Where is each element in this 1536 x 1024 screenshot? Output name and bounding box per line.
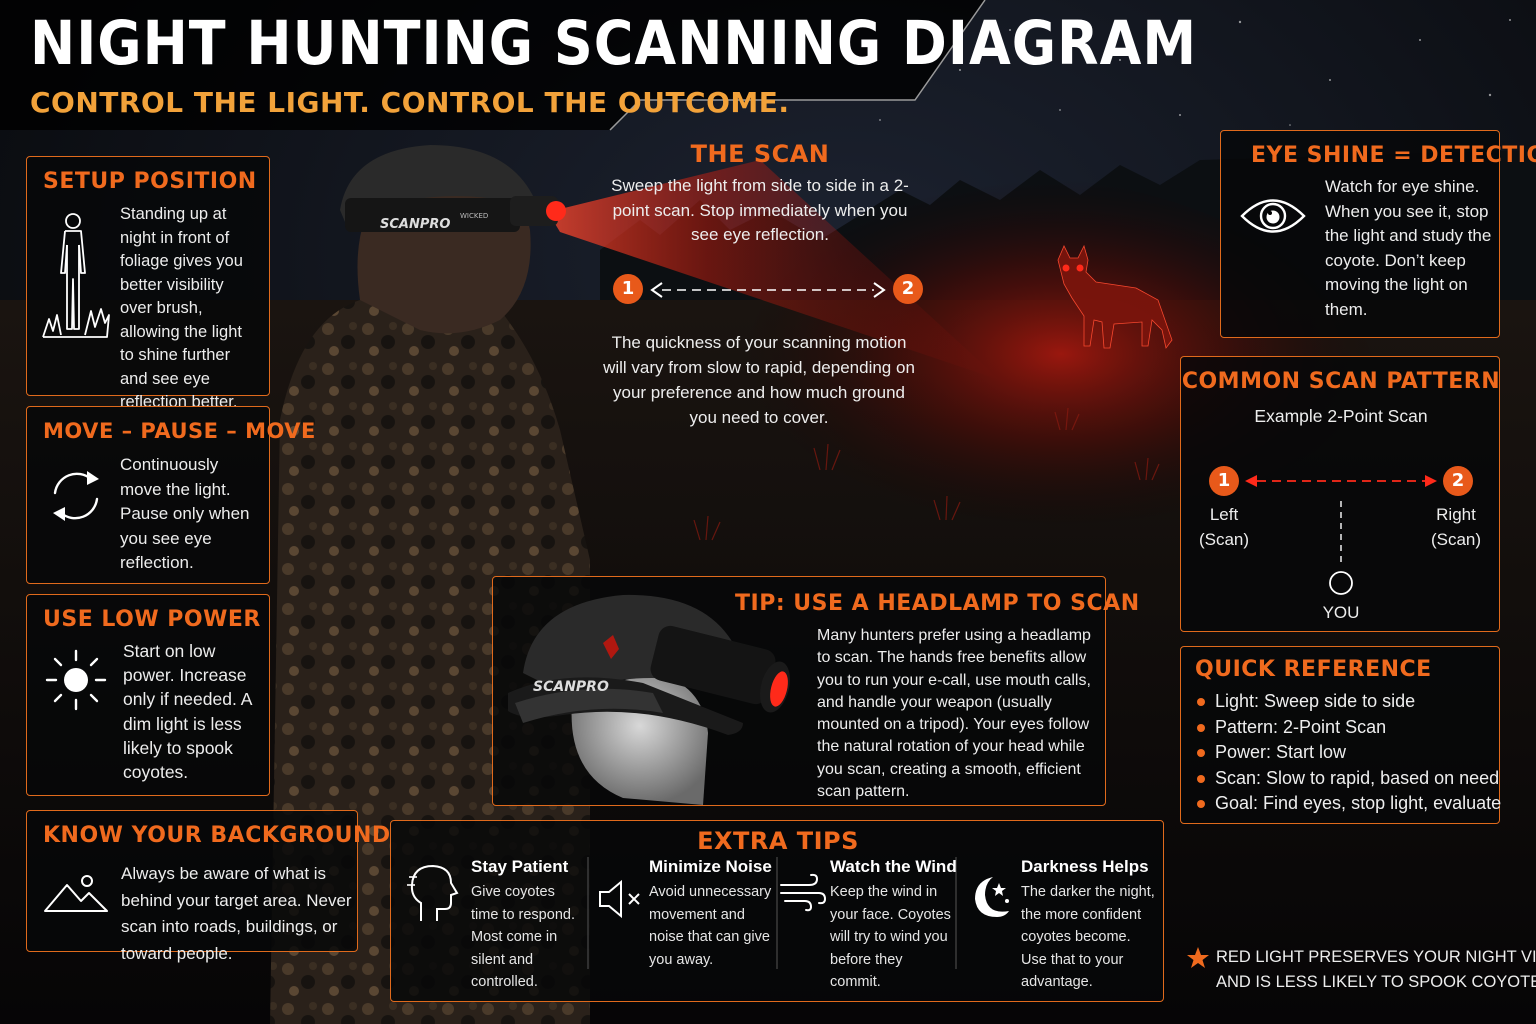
footnote-line-2: AND IS LESS LIKELY TO SPOOK COYOTES.: [1216, 973, 1536, 991]
scan-point-2-badge: 2: [893, 274, 923, 304]
header-plate: [0, 0, 986, 131]
headlamp-tip-text: Many hunters prefer using a headlamp to …: [817, 627, 1091, 801]
tip-stay-patient-text: Give coyotes time to respond. Most come …: [471, 884, 575, 990]
tip-minimize-noise-text: Avoid unnecessary movement and noise tha…: [649, 884, 772, 968]
pattern-point-2-badge: 2: [1443, 466, 1473, 496]
eye-shine-title: EYE SHINE = DETECTION: [1251, 143, 1536, 168]
quick-reference-item: Goal: Find eyes, stop light, evaluate: [1195, 791, 1501, 817]
tip-minimize-noise-title: Minimize Noise: [649, 857, 772, 876]
tip-watch-wind-title: Watch the Wind: [830, 857, 957, 876]
quick-reference-item: Pattern: 2-Point Scan: [1195, 715, 1501, 741]
quick-reference-item: Light: Sweep side to side: [1195, 689, 1501, 715]
use-low-power-title: USE LOW POWER: [43, 607, 261, 632]
pattern-left-label: Left: [1209, 505, 1239, 524]
headlamp-tip-title: TIP: USE A HEADLAMP TO SCAN: [735, 591, 1140, 616]
use-low-power-panel: USE LOW POWER Start on low power. Increa…: [26, 594, 270, 796]
the-scan-text-bottom: The quickness of your scanning motion wi…: [603, 333, 915, 427]
headlamp-band-tag: WICKED: [460, 212, 488, 220]
move-pause-move-title: MOVE – PAUSE – MOVE: [43, 419, 316, 443]
headlamp-tip-band-label: SCANPRO: [533, 679, 609, 695]
quick-reference-item: Power: Start low: [1195, 740, 1501, 766]
eye-icon: [1240, 199, 1306, 233]
headlamp-tip-panel: SCANPRO TIP: USE A HEADLAMP TO SCAN Many…: [492, 576, 1139, 806]
common-scan-pattern-subtitle: Example 2-Point Scan: [1254, 406, 1428, 426]
setup-position-title: SETUP POSITION: [43, 169, 257, 194]
sun-icon: [45, 649, 107, 711]
pattern-sweep-arrow: [1245, 475, 1437, 595]
mountains-icon: [44, 875, 108, 912]
pattern-point-1-badge: 1: [1209, 466, 1239, 496]
move-pause-move-text: Continuously move the light. Pause only …: [120, 455, 250, 572]
setup-position-panel: SETUP POSITION Standing up at night in f…: [26, 156, 270, 411]
coyote-silhouette: [1057, 244, 1173, 349]
use-low-power-text: Start on low power. Increase only if nee…: [123, 641, 252, 783]
pattern-you-label: YOU: [1322, 603, 1360, 622]
the-scan-title: THE SCAN: [690, 140, 830, 168]
pattern-left-sub: (Scan): [1198, 530, 1250, 549]
cycle-arrows-icon: [53, 471, 99, 521]
know-your-background-title: KNOW YOUR BACKGROUND: [43, 823, 391, 848]
page-title: NIGHT HUNTING SCANNING DIAGRAM: [30, 8, 1198, 79]
extra-tips-panel: EXTRA TIPS Stay Patient Give coyotes tim…: [390, 820, 1164, 1002]
common-scan-pattern-panel: COMMON SCAN PATTERN Example 2-Point Scan…: [1180, 356, 1500, 632]
the-scan-text-top: Sweep the light from side to side in a 2…: [611, 176, 909, 244]
know-your-background-text: Always be aware of what is behind your t…: [121, 864, 352, 963]
headlamp-band-label: SCANPRO: [380, 217, 450, 232]
moon-stars-icon: [975, 877, 1009, 917]
eye-shine-panel: EYE SHINE = DETECTION Watch for eye shin…: [1220, 130, 1536, 338]
common-scan-pattern-title: COMMON SCAN PATTERN: [1181, 369, 1501, 394]
muted-speaker-icon: [599, 879, 640, 919]
standing-person-icon: [42, 213, 110, 338]
extra-tips-dividers: [587, 857, 957, 969]
pattern-right-label: Right: [1436, 505, 1476, 524]
know-your-background-panel: KNOW YOUR BACKGROUND Always be aware of …: [26, 810, 390, 963]
tip-darkness-helps-title: Darkness Helps: [1021, 857, 1149, 876]
wind-icon: [780, 873, 827, 912]
extra-tips-title: EXTRA TIPS: [697, 827, 859, 855]
page-subtitle: CONTROL THE LIGHT. CONTROL THE OUTCOME.: [30, 86, 790, 119]
tip-darkness-helps-text: The darker the night, the more confident…: [1021, 884, 1155, 990]
scan-point-1-badge: 1: [613, 274, 643, 304]
eye-shine-text: Watch for eye shine. When you see it, st…: [1325, 177, 1492, 319]
setup-position-text: Standing up at night in front of foliage…: [120, 205, 243, 411]
footnote-line-1: RED LIGHT PRESERVES YOUR NIGHT VISION: [1216, 948, 1536, 966]
move-pause-move-panel: MOVE – PAUSE – MOVE Continuously move th…: [26, 406, 315, 584]
scan-sweep-arrow: [650, 282, 886, 298]
quick-reference-title: QUICK REFERENCE: [1195, 657, 1432, 682]
quick-reference-item: Scan: Slow to rapid, based on need: [1195, 766, 1501, 792]
head-profile-icon: [407, 864, 459, 921]
quick-reference-panel: QUICK REFERENCE Light: Sweep side to sid…: [1180, 646, 1501, 824]
tip-stay-patient-title: Stay Patient: [471, 857, 569, 876]
star-icon: [1187, 947, 1209, 968]
headlamp-photo: SCANPRO: [508, 594, 790, 805]
pattern-right-sub: (Scan): [1430, 530, 1482, 549]
tip-watch-wind-text: Keep the wind in your face. Coyotes will…: [830, 884, 951, 990]
